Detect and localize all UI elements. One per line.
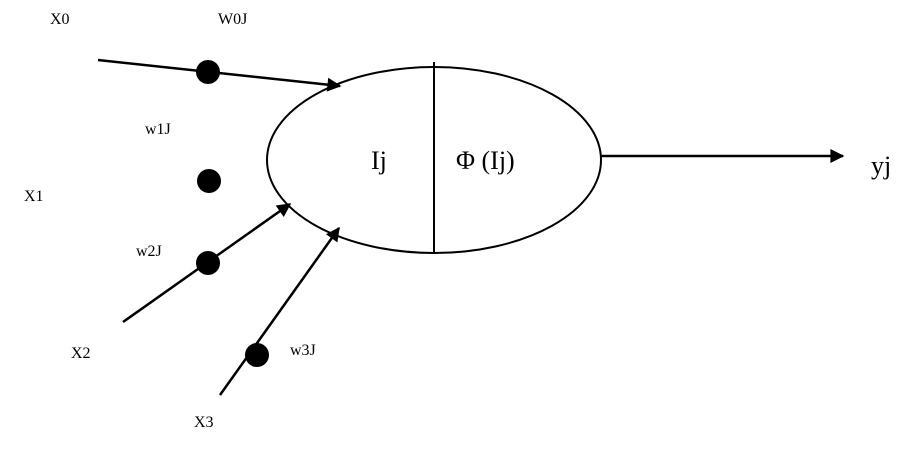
output-label: yj (871, 151, 891, 180)
weight-label-w2: w2J (136, 243, 162, 260)
weight-dot-w3 (245, 343, 269, 367)
activation-label: Φ (Ij) (456, 146, 515, 175)
weight-dot-w1 (197, 169, 221, 193)
sum-label: Ij (371, 146, 387, 175)
input-label-x3: X3 (194, 414, 214, 431)
weight-label-w1: w1J (145, 121, 171, 138)
weight-label-w0: W0J (218, 11, 247, 28)
input-label-x0: X0 (50, 11, 70, 28)
input-label-x1: X1 (24, 188, 44, 205)
input-edge-x3 (218, 226, 341, 396)
weight-label-w3: w3J (290, 342, 316, 359)
weight-dot-w2 (196, 251, 220, 275)
input-label-x2: X2 (71, 345, 91, 362)
weight-dot-w0 (196, 60, 220, 84)
